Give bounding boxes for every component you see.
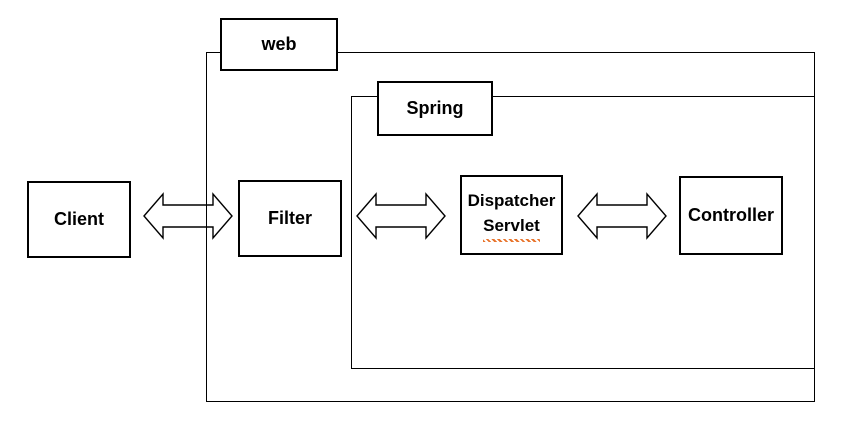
controller-node: Controller <box>679 176 783 255</box>
client-label: Client <box>53 209 104 229</box>
double-arrow-client-filter-icon <box>143 192 233 240</box>
web-container-label: web <box>261 34 297 54</box>
dispatcher-servlet-node: Dispatcher Servlet <box>460 175 563 255</box>
client-node: Client <box>27 181 131 258</box>
web-container-label-box: web <box>220 18 338 71</box>
dispatcher-label-line1: Dispatcher <box>467 191 556 210</box>
filter-node: Filter <box>238 180 342 257</box>
spring-container-label: Spring <box>406 98 464 118</box>
controller-label: Controller <box>687 205 774 225</box>
dispatcher-label-line2: Servlet <box>483 213 540 242</box>
double-arrow-dispatcher-controller-icon <box>577 192 667 240</box>
spring-container-outline <box>351 96 815 369</box>
spring-container-label-box: Spring <box>377 81 493 136</box>
double-arrow-filter-dispatcher-icon <box>356 192 446 240</box>
spellcheck-squiggle-underline <box>483 239 540 242</box>
filter-label: Filter <box>267 208 312 228</box>
